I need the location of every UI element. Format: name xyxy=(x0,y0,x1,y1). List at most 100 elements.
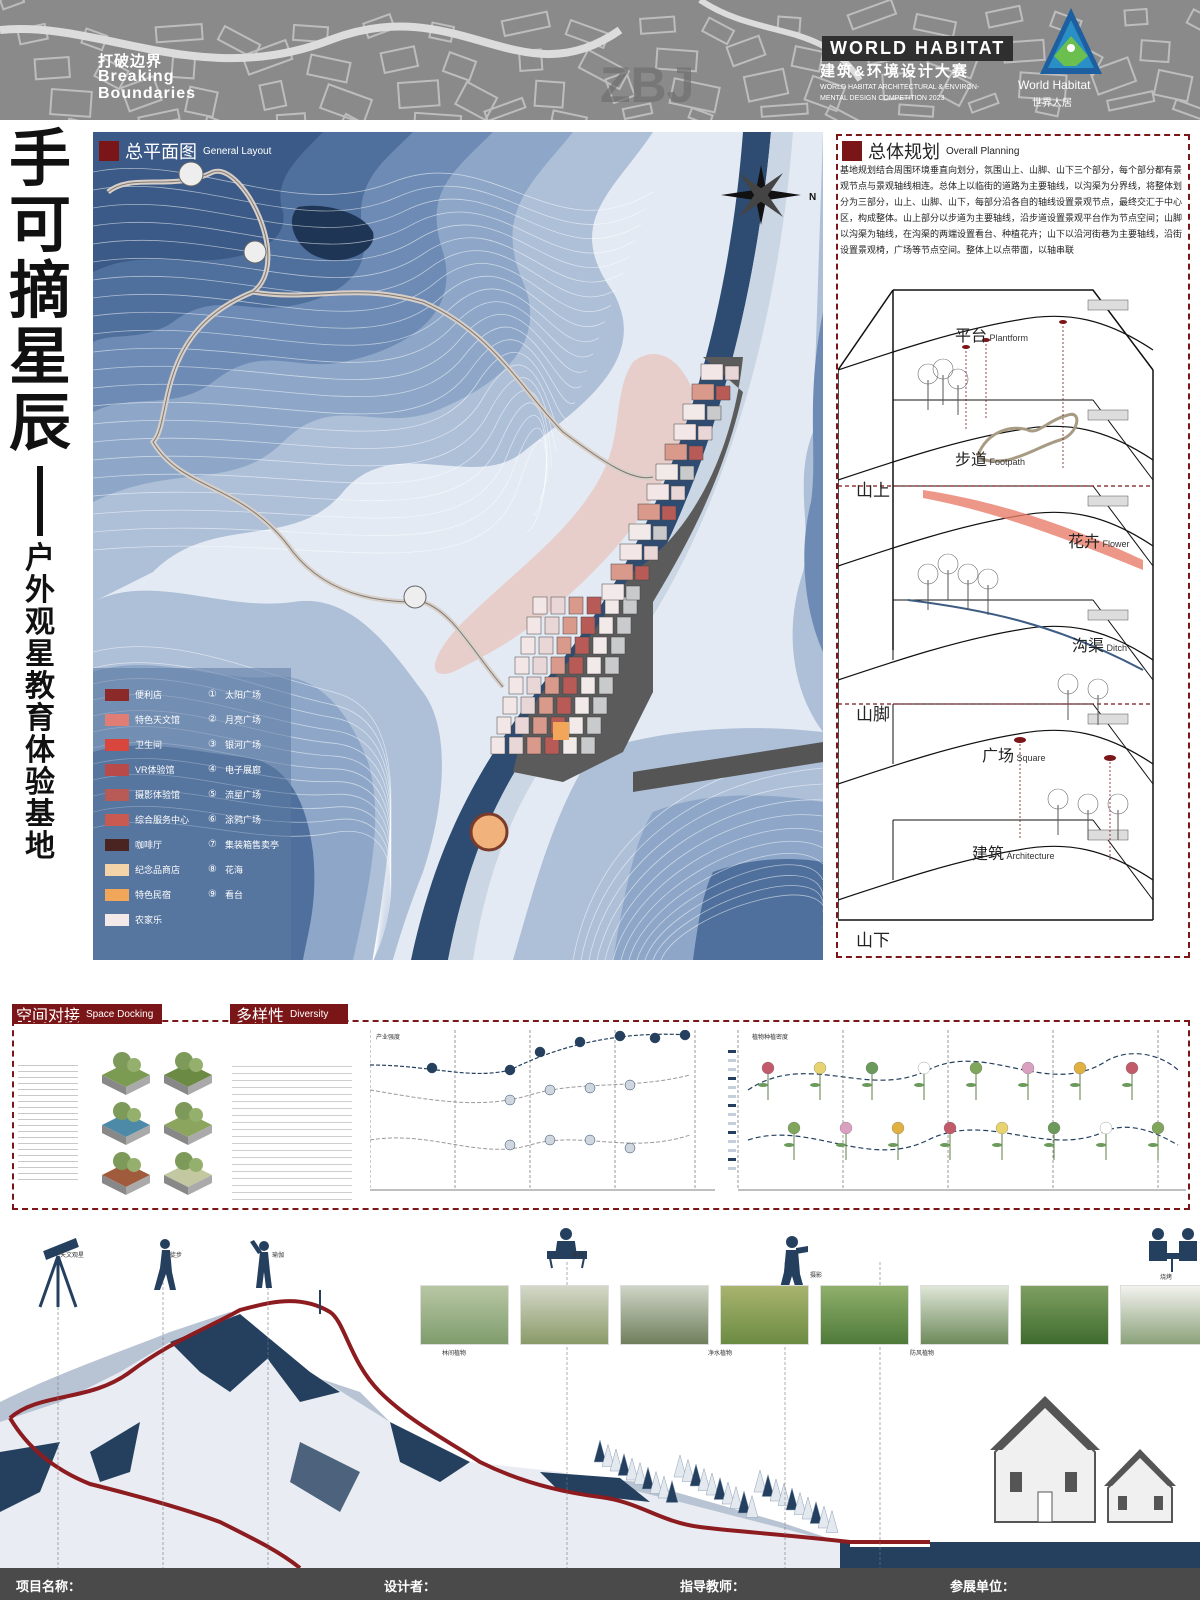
subtitle-char-2: 观 xyxy=(25,605,55,640)
zone-label-2: 山下 xyxy=(856,931,890,950)
main-title-chars: 手可摘星辰 xyxy=(0,128,80,458)
text-placeholder-lines xyxy=(18,1060,78,1180)
layer-label-en: Square xyxy=(1014,753,1046,763)
legend-swatch xyxy=(105,788,129,801)
overall-planning-panel: 总体规划 Overall Planning 基地规划结合周围环境垂直向划分，氛围… xyxy=(836,134,1190,958)
house-small-icon xyxy=(1104,1449,1176,1523)
logo-text-en: World Habitat xyxy=(1018,78,1091,92)
footer-designer: 设计者： xyxy=(384,1579,437,1594)
layer-label-en: Footpath xyxy=(987,457,1026,467)
legend-item-3: VR体验馆 xyxy=(105,757,195,782)
diversity-text-lines xyxy=(232,1060,352,1200)
numbered-label: 电子展廊 xyxy=(224,765,261,775)
layer-label-zh: 沟渠 xyxy=(1072,638,1105,655)
competition-title-zh: 建筑&环境设计大赛 xyxy=(820,63,969,80)
layer-label-zh: 广场 xyxy=(982,748,1015,765)
number-marker: ② xyxy=(208,714,217,725)
legend-swatch xyxy=(105,763,129,776)
legend-item-2: 卫生间 xyxy=(105,732,195,757)
general-layout-title-zh: 总平面图 xyxy=(125,142,197,162)
subtitle-char-1: 外 xyxy=(25,573,55,608)
overall-planning-description: 基地规划结合周围环境垂直向划分，氛围山上、山脚、山下三个部分，每个部分都有景观节… xyxy=(840,165,1183,255)
title-char-1: 可 xyxy=(8,188,71,261)
house-large-icon xyxy=(990,1396,1100,1523)
logo-text-zh: 世界人居 xyxy=(1032,98,1072,109)
numbered-label: 银河广场 xyxy=(224,740,261,750)
layer-label-2: 花卉 Flower xyxy=(1068,528,1130,552)
plant-photo-5 xyxy=(920,1285,1009,1345)
activity-label-3: 休息 xyxy=(572,1253,585,1259)
site-plan-graphic xyxy=(93,132,823,960)
legend-item-7: 纪念品商店 xyxy=(105,857,195,882)
legend-label: 农家乐 xyxy=(135,915,163,925)
layer-label-3: 沟渠 Ditch xyxy=(1072,632,1127,656)
layer-stack-diagram xyxy=(838,289,1154,921)
layer-label-0: 平台 Plantform xyxy=(955,322,1028,346)
number-marker: ⑤ xyxy=(208,789,217,800)
numbered-item-2: ③ 银河广场 xyxy=(208,732,293,757)
numbered-label: 月亮广场 xyxy=(224,715,261,725)
diversity-panel xyxy=(12,1020,1190,1210)
industry-intensity-label: 产业强度 xyxy=(376,1035,401,1041)
layer-label-en: Architecture xyxy=(1004,851,1055,861)
space-docking-text xyxy=(18,1060,78,1180)
layer-label-en: Ditch xyxy=(1104,643,1128,653)
legend-swatch xyxy=(105,738,129,751)
diversity-title-en: Diversity xyxy=(290,1008,329,1020)
slogan-en: Breaking Boundaries xyxy=(98,68,196,102)
title-char-0: 手 xyxy=(8,122,71,195)
number-marker: ④ xyxy=(208,764,217,775)
footer-unit: 参展单位： xyxy=(950,1579,1016,1594)
numbered-label: 涂鸦广场 xyxy=(224,815,261,825)
layer-label-zh: 花卉 xyxy=(1068,534,1101,551)
isometric-space-blocks xyxy=(102,1052,212,1195)
numbered-label: 集装箱售卖亭 xyxy=(224,840,279,850)
number-marker: ③ xyxy=(208,739,217,750)
city-pattern-background: ZBJ xyxy=(0,0,1200,120)
legend-swatch xyxy=(105,838,129,851)
number-marker: ⑨ xyxy=(208,889,217,900)
slogan-en-line1: Breaking xyxy=(98,68,175,85)
north-label: N xyxy=(809,192,817,203)
legend-label: VR体验馆 xyxy=(135,765,175,775)
legend-swatch xyxy=(105,688,129,701)
competition-sub-line1: WORLD HABITAT ARCHITECTURAL & ENVIRON- xyxy=(820,84,980,91)
legend-label: 纪念品商店 xyxy=(135,865,181,875)
numbered-label: 花海 xyxy=(224,865,243,875)
zone-label-0: 山上 xyxy=(856,481,890,500)
plant-photo-6 xyxy=(1020,1285,1109,1345)
numbered-label: 流星广场 xyxy=(224,790,261,800)
activity-label-0: 天文观星 xyxy=(60,1253,85,1259)
title-marker-icon xyxy=(99,141,119,161)
subtitle-char-8: 基 xyxy=(25,797,55,832)
layer-label-5: 建筑 Architecture xyxy=(972,840,1055,864)
industry-intensity-chart xyxy=(370,1030,715,1191)
layer-label-en: Flower xyxy=(1100,539,1130,549)
legend-label: 咖啡厅 xyxy=(135,840,163,850)
plant-label-1: 净水植物 xyxy=(708,1351,733,1357)
legend-label: 特色天文馆 xyxy=(135,715,181,725)
numbered-item-5: ⑥ 涂鸦广场 xyxy=(208,807,293,832)
legend-item-1: 特色天文馆 xyxy=(105,707,195,732)
layer-label-4: 广场 Square xyxy=(982,742,1046,766)
legend-item-5: 综合服务中心 xyxy=(105,807,195,832)
main-title: 手可摘星辰 户外观星教育体验基地 xyxy=(0,128,80,864)
legend-label: 综合服务中心 xyxy=(135,815,190,825)
subtitle-char-5: 育 xyxy=(25,701,55,736)
overall-planning-title-en: Overall Planning xyxy=(946,145,1020,157)
subtitle-char-4: 教 xyxy=(25,669,55,704)
legend-item-0: 便利店 xyxy=(105,682,195,707)
layer-label-zh: 建筑 xyxy=(972,846,1005,863)
number-marker: ⑧ xyxy=(208,864,217,875)
legend-item-6: 咖啡厅 xyxy=(105,832,195,857)
plant-label-0: 林间植物 xyxy=(442,1351,467,1357)
legend-label: 卫生间 xyxy=(135,740,163,750)
plant-photo-7 xyxy=(1120,1285,1200,1345)
slogan-zh: 打破边界 xyxy=(98,53,163,70)
number-marker: ⑥ xyxy=(208,814,217,825)
